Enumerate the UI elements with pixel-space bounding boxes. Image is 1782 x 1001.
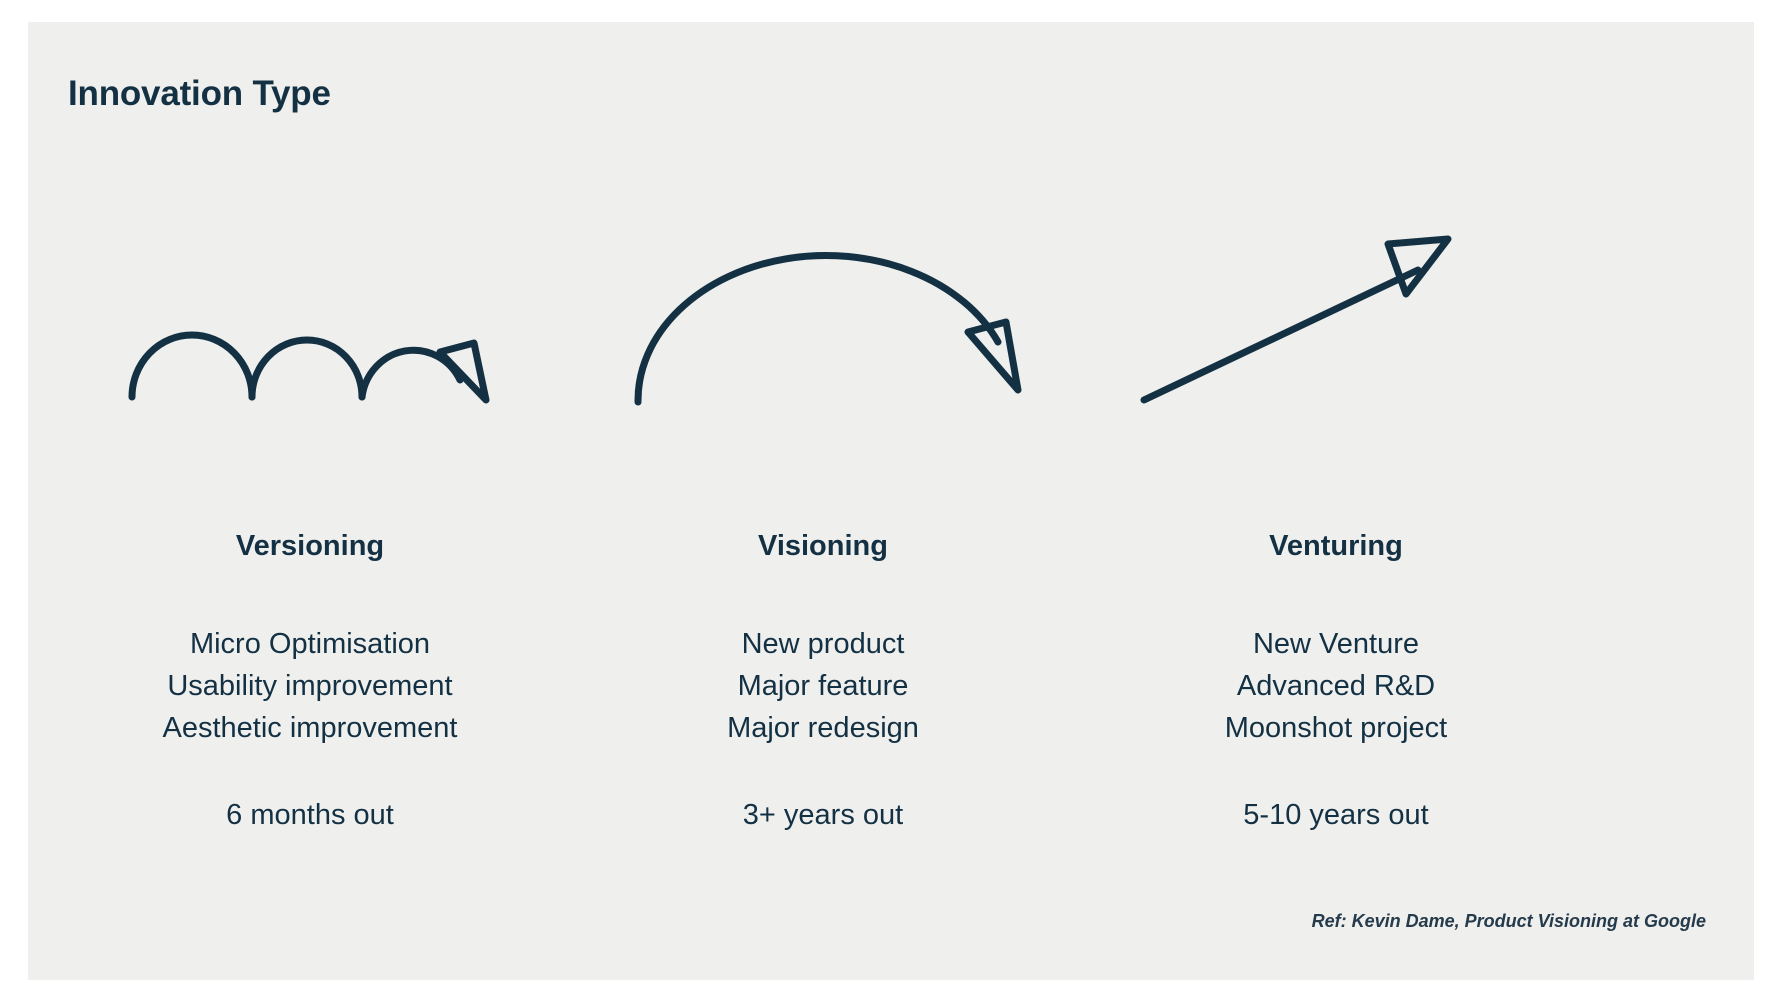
column-item: Micro Optimisation [189, 628, 431, 660]
column-item: New product [741, 628, 905, 660]
column-versioning: Versioning Micro Optimisation Usability … [70, 532, 550, 830]
arcing-arrow-icon [628, 222, 1108, 452]
column-heading: Venturing [1269, 530, 1403, 562]
column-item: Moonshot project [1224, 712, 1448, 744]
column-item: Aesthetic improvement [162, 712, 458, 744]
columns-container: Versioning Micro Optimisation Usability … [28, 532, 1754, 862]
page-title: Innovation Type [68, 74, 331, 113]
column-heading: Versioning [235, 530, 385, 562]
icon-band [28, 222, 1754, 452]
slide-panel: Innovation Type [28, 22, 1754, 980]
bouncing-arrow-icon [108, 222, 588, 452]
column-timeframe: 3+ years out [742, 799, 904, 831]
column-item: New Venture [1252, 628, 1420, 660]
column-venturing: Venturing New Venture Advanced R&D Moons… [1096, 532, 1576, 830]
reference-note: Ref: Kevin Dame, Product Visioning at Go… [1311, 911, 1706, 931]
column-timeframe: 5-10 years out [1243, 799, 1429, 831]
column-visioning: Visioning New product Major feature Majo… [583, 532, 1063, 830]
column-item: Major feature [737, 670, 909, 702]
column-item: Advanced R&D [1236, 670, 1436, 702]
column-timeframe: 6 months out [226, 799, 394, 831]
column-item: Usability improvement [167, 670, 453, 702]
rising-arrow-icon [1138, 222, 1618, 452]
column-heading: Visioning [758, 530, 888, 562]
column-item: Major redesign [727, 712, 919, 744]
